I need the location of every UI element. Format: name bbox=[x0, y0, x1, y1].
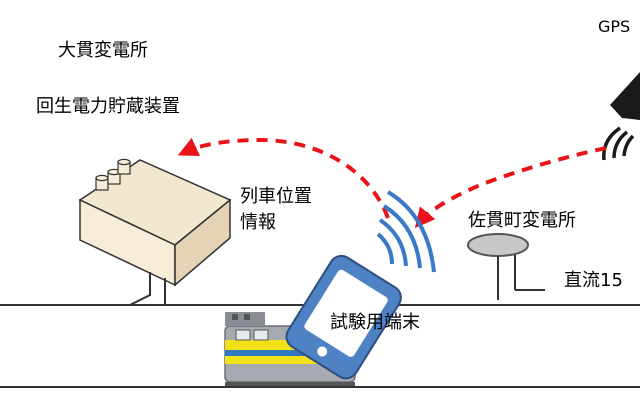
substation-dish-icon bbox=[467, 233, 545, 300]
tablet-terminal-icon bbox=[285, 254, 402, 380]
dc-voltage-label: 直流15 bbox=[564, 270, 623, 291]
battery-box-icon bbox=[78, 158, 232, 287]
arrow-terminal-to-storage bbox=[177, 137, 390, 219]
gps-label: GPS bbox=[598, 17, 631, 36]
substation-top-label: 大貫変電所 bbox=[58, 40, 148, 61]
gps-satellite-icon bbox=[602, 72, 640, 161]
storage-connection bbox=[129, 272, 151, 306]
train-position-label-line1: 列車位置 bbox=[240, 186, 312, 207]
train-position-label-line2: 情報 bbox=[240, 212, 276, 233]
signal-arcs-icon bbox=[376, 190, 436, 273]
test-terminal-label: 試験用端末 bbox=[330, 312, 420, 333]
substation-right-label: 佐貫町変電所 bbox=[468, 210, 576, 231]
storage-device-label: 回生電力貯蔵装置 bbox=[36, 96, 180, 117]
